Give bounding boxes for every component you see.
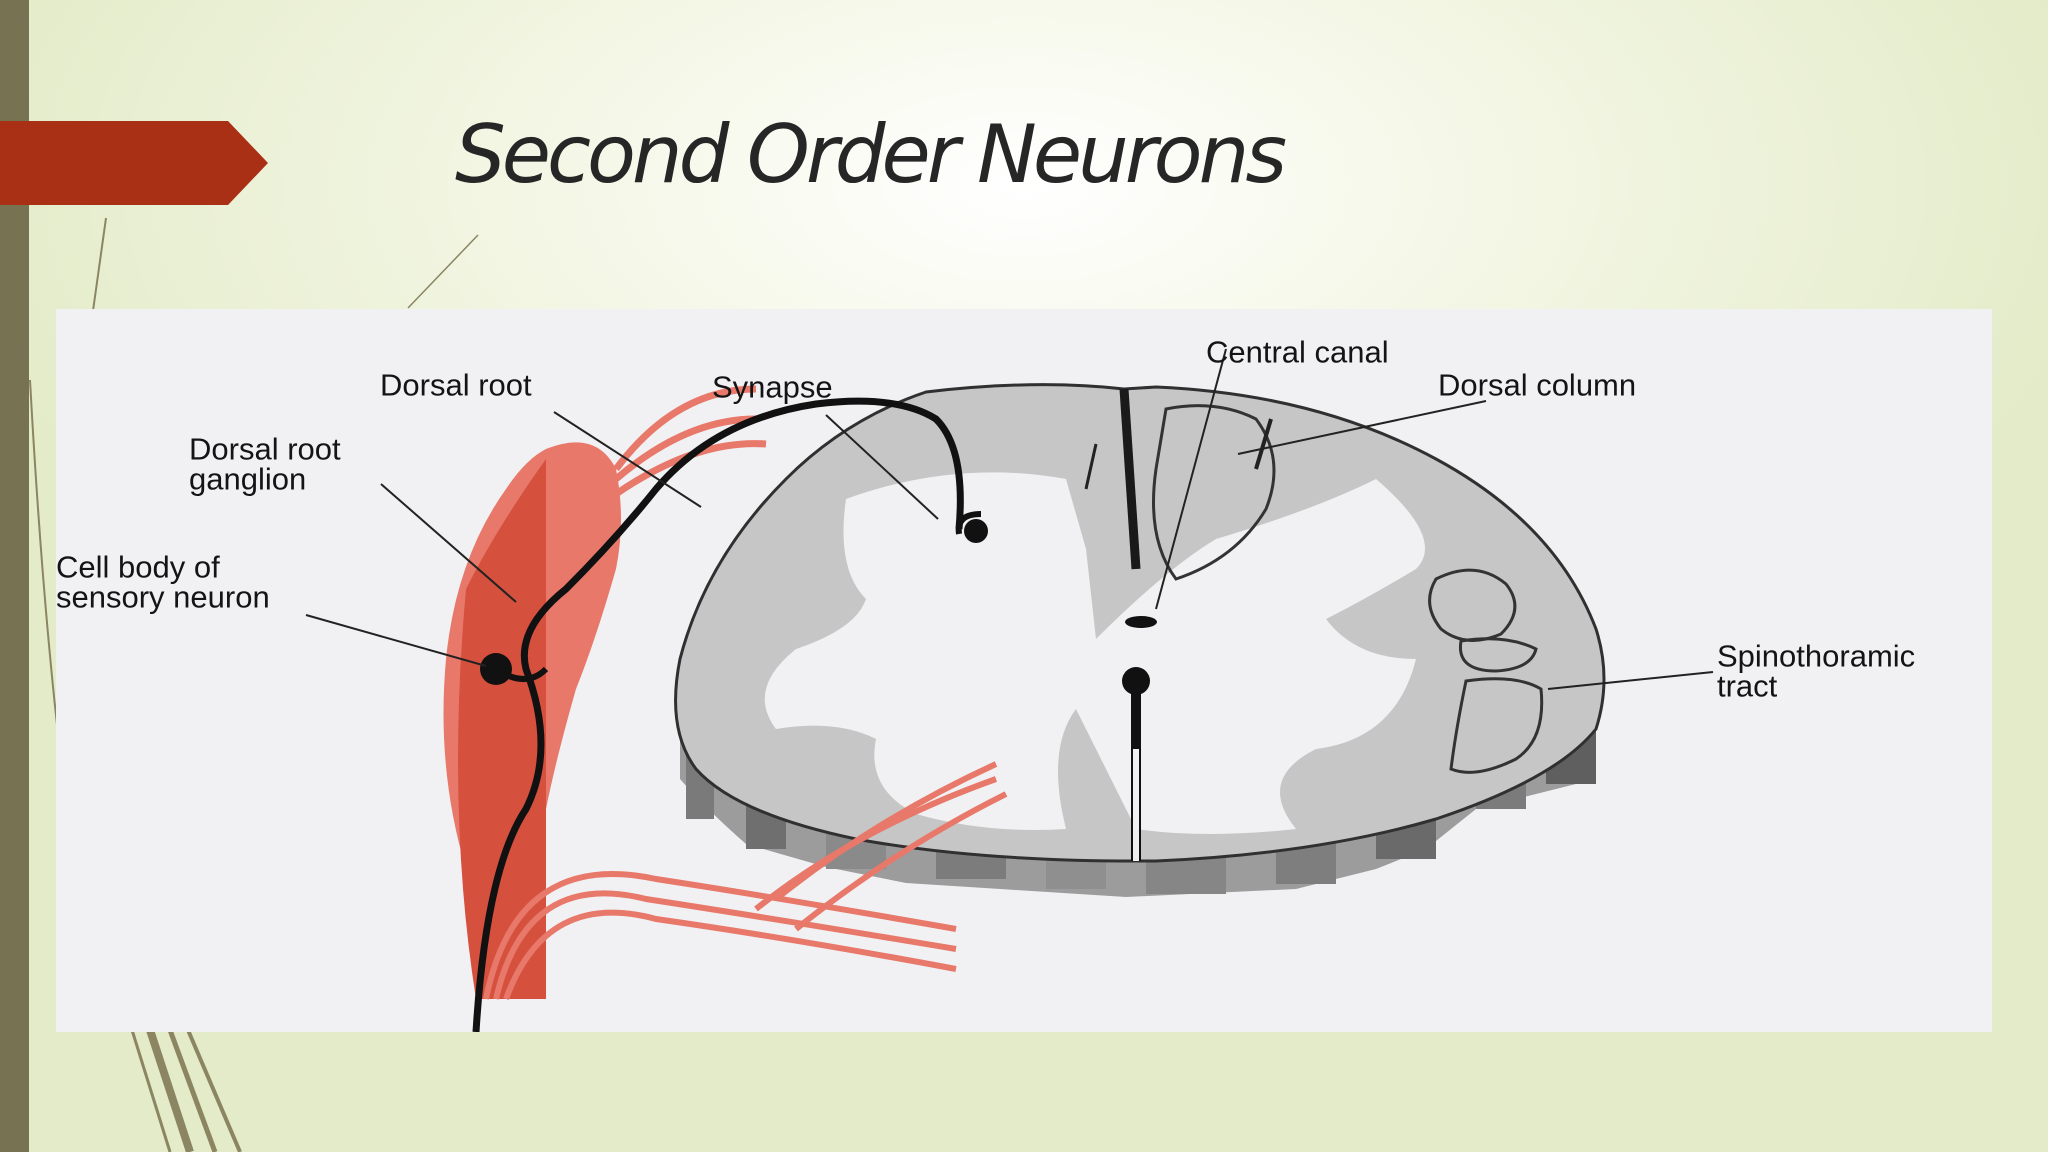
diagram-canvas: Central canal Dorsal root Synapse Dorsal…	[56, 334, 1915, 1032]
label-spinothoramic-line1: Spinothoramic	[1717, 638, 1915, 673]
dorsal-root-fibers	[613, 385, 767, 497]
label-cell-body-line2: sensory neuron	[56, 579, 270, 614]
title-banner-arrow	[0, 121, 268, 205]
slide-title: Second Order Neurons	[455, 108, 1287, 201]
label-dorsal-root: Dorsal root	[380, 367, 532, 402]
label-synapse: Synapse	[712, 369, 833, 404]
label-dorsal-root-ganglion-line1: Dorsal root	[189, 431, 341, 466]
dorsal-median-septum	[1119, 388, 1141, 570]
leader-lines	[305, 348, 1714, 690]
central-canal	[1125, 616, 1157, 628]
sensory-axon	[472, 397, 964, 1032]
white-matter-region	[764, 472, 1425, 834]
label-dorsal-column: Dorsal column	[1438, 367, 1636, 402]
dorsal-column	[1152, 404, 1276, 581]
label-central-canal: Central canal	[1206, 334, 1389, 369]
label-cell-body-line1: Cell body of	[56, 549, 220, 584]
spinal-cord-diagram: Central canal Dorsal root Synapse Dorsal…	[56, 309, 1992, 1032]
spinothoramic-tract-outline	[1428, 568, 1544, 774]
ventral-root-fibers	[483, 761, 1008, 1001]
label-dorsal-root-ganglion-line2: ganglion	[189, 461, 306, 496]
label-spinothoramic-line2: tract	[1717, 668, 1778, 703]
